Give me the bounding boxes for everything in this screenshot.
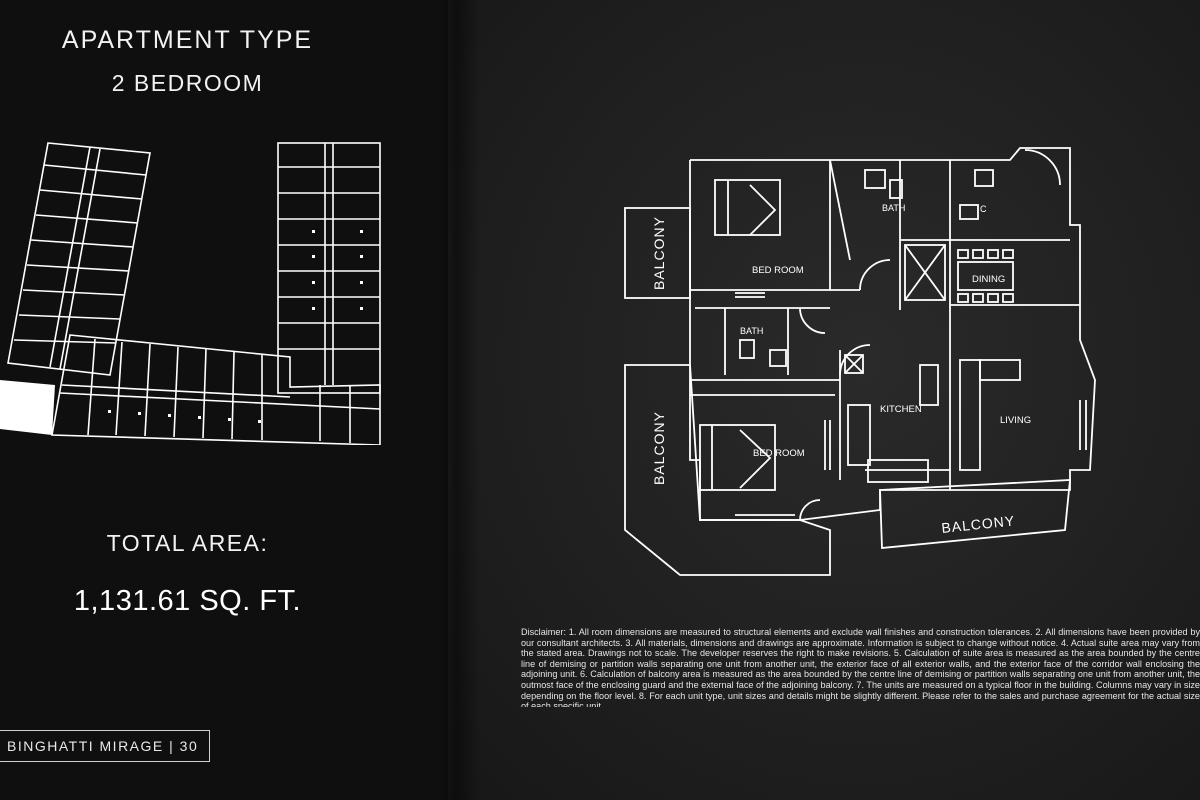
key-plan-left-wing: [7, 142, 151, 376]
balcony-bottom: [879, 479, 1071, 549]
room-label-bath-2: BATH: [740, 326, 763, 336]
left-page: [0, 0, 448, 800]
living-sofa: [959, 359, 981, 471]
key-plan-bottom-wing: [51, 334, 381, 445]
room-label-balcony-2: BALCONY: [651, 411, 667, 485]
key-plan-right-wing: [277, 142, 381, 394]
room-label-bed-room-1: BED ROOM: [752, 265, 804, 276]
room-label-living: LIVING: [1000, 415, 1031, 426]
room-label-balcony-1: BALCONY: [651, 216, 667, 290]
apartment-type-title: APARTMENT TYPE: [61, 26, 314, 54]
room-label-dining: DINING: [972, 274, 1005, 285]
bedroom-count-subtitle: 2 BEDROOM: [111, 70, 264, 96]
project-page-footer-text: BINGHATTI MIRAGE | 30: [7, 738, 199, 754]
project-page-footer: BINGHATTI MIRAGE | 30: [0, 730, 210, 762]
room-label-bed-room-2: BED ROOM: [753, 448, 805, 459]
room-label-bath-1: BATH: [882, 203, 905, 213]
page-spine: [440, 0, 480, 800]
right-page: [448, 0, 1200, 800]
bed-1: [714, 179, 781, 236]
balcony-lower-left: [624, 364, 831, 576]
building-key-plan: [0, 142, 381, 445]
room-label-balcony-3: BALCONY: [941, 512, 1016, 536]
dining-table: [957, 261, 1014, 291]
balcony-upper-left: [624, 207, 691, 299]
kitchen-counter: [847, 404, 871, 466]
total-area-label: TOTAL AREA:: [106, 530, 269, 556]
highlighted-unit-marker: [0, 380, 55, 435]
total-area-value: 1,131.61 SQ. FT.: [73, 585, 302, 617]
room-label-wc-mark: C: [980, 204, 987, 214]
room-label-kitchen: KITCHEN: [880, 404, 922, 415]
disclaimer-text: Disclaimer: 1. All room dimensions are m…: [521, 627, 1200, 707]
bed-2: [699, 424, 776, 491]
floor-plan-drawing: BED ROOM BATH C DINING BATH KITCHEN LIVI…: [624, 147, 1096, 576]
